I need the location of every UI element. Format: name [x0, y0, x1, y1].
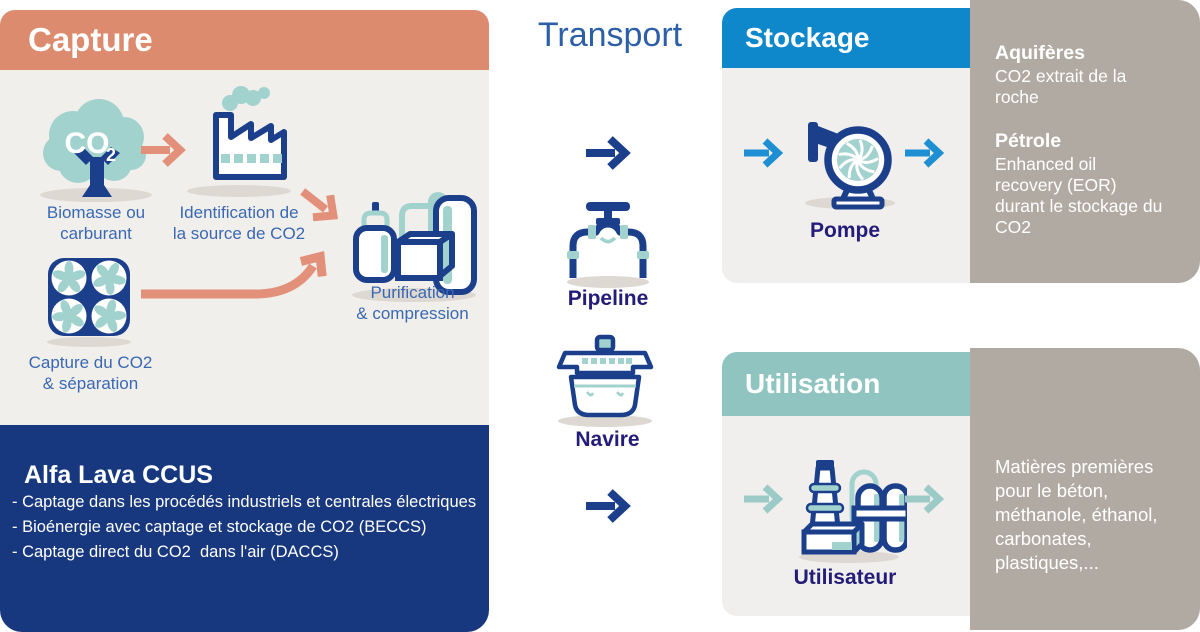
caption-purification: Purification & compression — [356, 283, 469, 323]
capture-fans-icon — [45, 256, 133, 347]
co2-label: CO — [65, 127, 110, 160]
arrow-diagonal-icon — [300, 188, 339, 222]
capture-title: Capture — [28, 21, 153, 58]
pump-icon — [805, 122, 895, 210]
caption-biomasse: Biomasse ou carburant — [46, 203, 146, 243]
ship-icon — [556, 334, 654, 427]
utilisation-info-panel: Matières premières pour le béton, méthan… — [970, 348, 1200, 630]
pipeline-valve-icon — [567, 202, 649, 288]
capture-panel-header — [0, 10, 489, 70]
stockage-panel-header — [722, 8, 970, 68]
arrow-right-icon — [744, 484, 784, 514]
industrial-user-icon — [799, 460, 907, 563]
navire-label: Navire — [575, 428, 640, 451]
utilisation-info-text: Matières premières pour le béton, méthan… — [995, 456, 1158, 573]
arrow-right-icon — [905, 484, 945, 514]
info-heading-aquiferes: Aquifères — [995, 42, 1085, 64]
pipeline-label: Pipeline — [567, 287, 649, 310]
stockage-info-content: Aquifères CO2 extrait de la roche Pétrol… — [995, 42, 1185, 238]
stockage-title: Stockage — [745, 22, 870, 53]
arrow-right-icon — [905, 138, 945, 168]
alfa-box-items: - Captage dans les procédés industriels … — [12, 490, 488, 565]
alfa-box-item: - Captage dans les procédés industriels … — [12, 493, 477, 511]
utilisateur-label: Utilisateur — [793, 566, 897, 589]
arrow-right-icon — [141, 133, 186, 167]
alfa-info-box: Alfa Lava CCUS - Captage dans les procéd… — [0, 425, 489, 632]
stockage-info-panel: Aquifères CO2 extrait de la roche Pétrol… — [970, 0, 1200, 283]
co2-subscript: 2 — [106, 145, 116, 165]
utilisation-title: Utilisation — [745, 368, 881, 399]
tree-co2-icon: CO 2 — [40, 99, 152, 202]
caption-capture-separation: Capture du CO2 & séparation — [28, 353, 153, 393]
caption-identification: Identification de la source de CO2 — [172, 203, 306, 243]
purification-tanks-icon — [352, 192, 477, 302]
alfa-box-title: Alfa Lava CCUS — [24, 461, 213, 489]
arrow-right-icon — [744, 138, 784, 168]
info-text-petrole: Enhanced oil recovery (EOR) durant le st… — [995, 154, 1163, 237]
arrow-curved-icon — [141, 250, 327, 299]
transport-title: Transport — [537, 16, 683, 54]
pompe-label: Pompe — [809, 219, 880, 242]
alfa-box-item: - Captage direct du CO2 dans l'air (DACC… — [12, 543, 339, 561]
alfa-box-item: - Bioénergie avec captage et stockage de… — [12, 518, 427, 536]
utilisation-panel-body — [722, 416, 970, 616]
info-text-aquiferes: CO2 extrait de la roche — [995, 66, 1127, 107]
info-heading-petrole: Pétrole — [995, 130, 1062, 152]
factory-icon — [187, 86, 291, 197]
arrow-right-icon — [586, 489, 631, 523]
arrow-right-icon — [586, 136, 631, 170]
utilisation-panel-header — [722, 352, 970, 416]
